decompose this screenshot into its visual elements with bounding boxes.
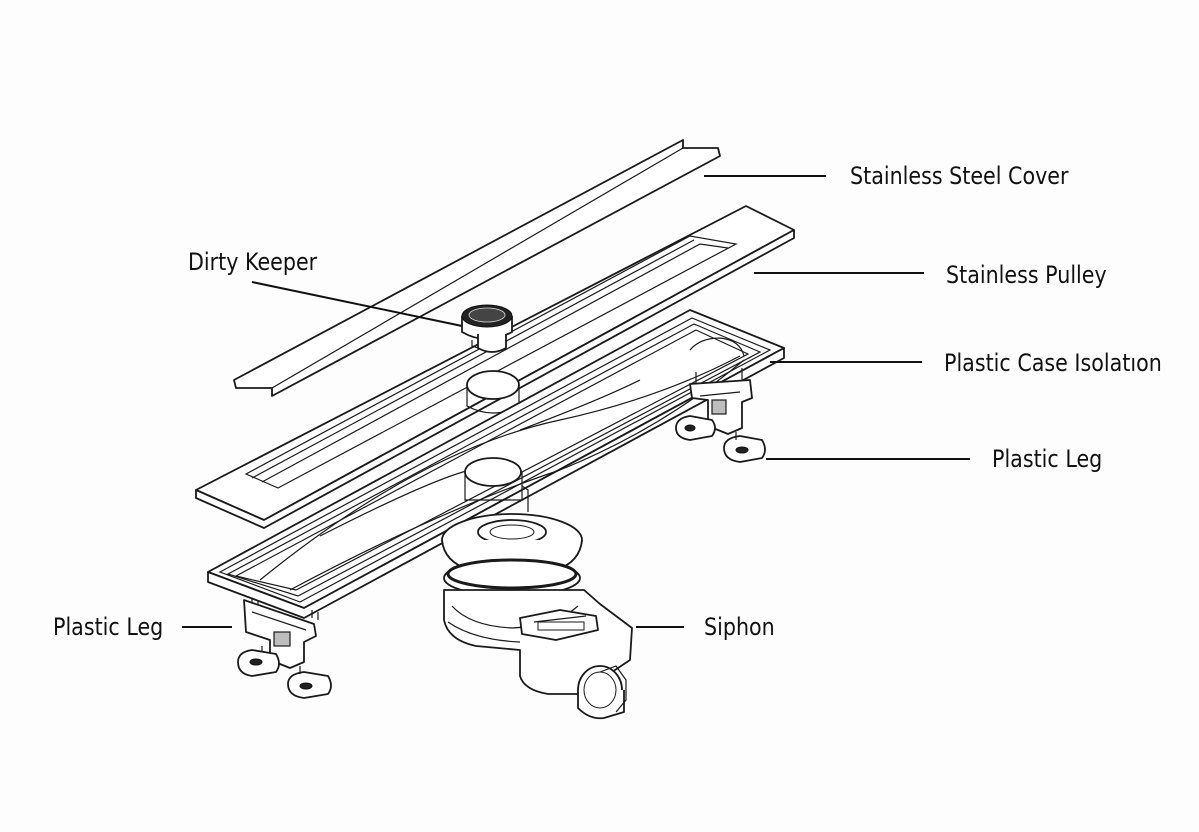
label-dirty-keeper: Dirty Keeper (188, 248, 318, 276)
stainless-steel-cover (233, 139, 721, 397)
label-stainless-steel-cover: Stainless Steel Cover (850, 162, 1069, 190)
label-plastic-leg-left: Plastic Leg (53, 613, 164, 641)
plastic-leg-left (237, 599, 332, 699)
plastic-case-isolation (207, 309, 785, 620)
plastic-leg-right (675, 379, 766, 463)
label-plastic-case-isolation: Plastic Case Isolatıon (944, 349, 1162, 377)
label-stainless-pulley: Stainless Pulley (946, 261, 1107, 289)
label-siphon: Siphon (704, 613, 775, 641)
label-plastic-leg-right: Plastic Leg (992, 445, 1103, 473)
stainless-pulley (195, 205, 795, 529)
siphon (441, 513, 633, 720)
dirty-keeper-leader-line (251, 281, 463, 327)
dirty-keeper (461, 304, 513, 353)
